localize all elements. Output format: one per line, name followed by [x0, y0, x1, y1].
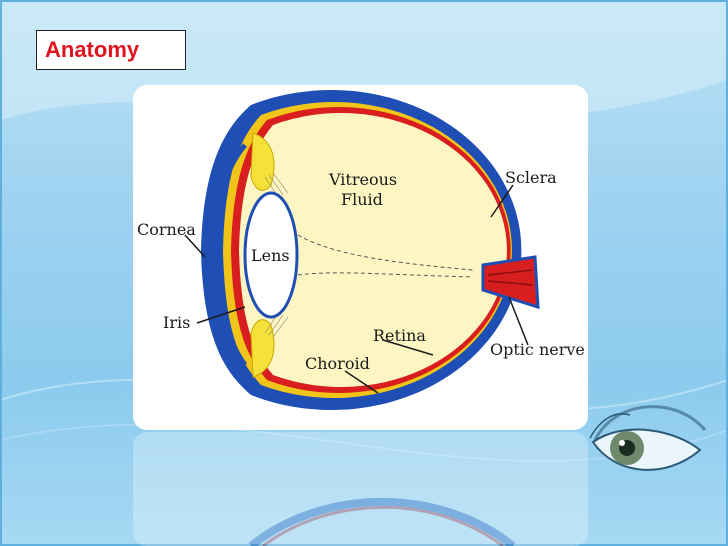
eye-diagram-card: Vitreous Fluid Sclera Cornea Lens Iris R…	[133, 85, 588, 430]
label-vitreous-line2: Fluid	[341, 190, 383, 209]
decorative-eye-image	[589, 405, 707, 471]
iris-upper	[250, 132, 275, 191]
label-choroid: Choroid	[305, 354, 370, 373]
visual-axis	[297, 234, 474, 271]
eye-anatomy-diagram: Vitreous Fluid Sclera Cornea Lens Iris R…	[137, 90, 585, 410]
label-vitreous-line1: Vitreous	[328, 170, 397, 189]
lens	[243, 191, 299, 319]
label-retina: Retina	[373, 326, 426, 345]
slide-title: Anatomy	[45, 37, 140, 62]
label-cornea: Cornea	[137, 220, 196, 239]
label-optic-nerve: Optic nerve	[490, 340, 585, 359]
iris-lower	[250, 319, 275, 378]
diagram-reflection	[133, 432, 588, 546]
label-sclera: Sclera	[505, 168, 557, 187]
vitreous-body	[239, 113, 507, 387]
slide-title-box: Anatomy	[36, 30, 186, 70]
label-lens: Lens	[251, 246, 290, 265]
optic-nerve	[481, 255, 540, 310]
cornea-arc	[211, 143, 248, 367]
label-iris: Iris	[163, 313, 190, 332]
